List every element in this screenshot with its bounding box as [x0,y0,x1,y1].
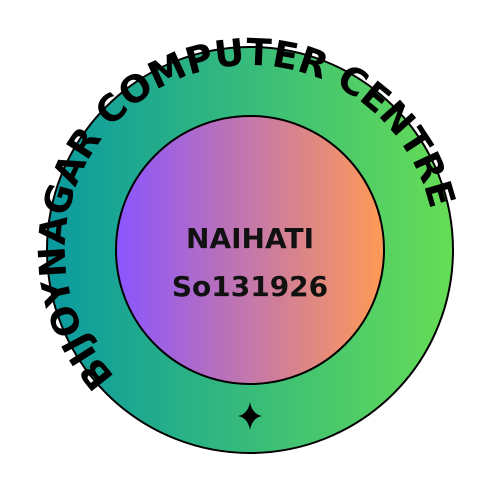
inner-circle [115,115,385,385]
center-line-1: NAIHATI [186,222,314,255]
center-line-2: So131926 [172,270,328,303]
four-point-star-icon [238,402,262,430]
